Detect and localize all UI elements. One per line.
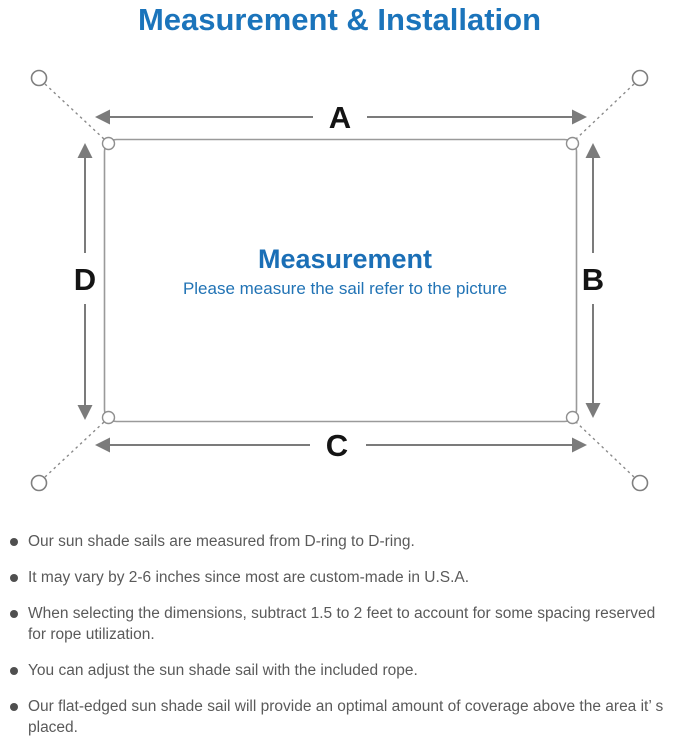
list-item: You can adjust the sun shade sail with t… [10,660,670,681]
bullet-dot-icon [10,573,18,582]
measure-arrow-bottom [95,437,587,453]
note-text: You can adjust the sun shade sail with t… [28,662,418,679]
corner-tether-lines [44,83,635,478]
edge-label-left: D [74,262,96,297]
arrowhead-left-icon [95,437,110,453]
note-text: Our sun shade sails are measured from D-… [28,533,415,550]
tether-line-bottom-right [575,421,635,478]
bullet-dot-icon [10,666,18,675]
diagram-center-subtitle: Please measure the sail refer to the pic… [183,279,507,298]
measure-arrow-top [95,109,587,125]
diagram-center-title: Measurement [258,244,432,274]
tether-line-top-right [575,83,635,140]
edge-label-right: B [582,262,604,297]
bullet-dot-icon [10,537,18,546]
arrowhead-right-icon [572,109,587,125]
note-text: It may vary by 2-6 inches since most are… [28,569,470,586]
list-item: When selecting the dimensions, subtract … [10,603,670,645]
measure-arrow-right [585,143,601,418]
arrowhead-down-icon [77,405,93,420]
sail-outline [103,138,578,423]
anchor-ring-icon [631,69,649,87]
corner-d-ring-icon [101,410,116,425]
list-item: Our flat-edged sun shade sail will provi… [10,696,670,738]
arrowhead-up-icon [585,143,601,158]
edge-label-top: A [329,100,351,135]
tether-line-bottom-left [44,421,105,478]
page-title: Measurement & Installation [137,2,542,37]
list-item: It may vary by 2-6 inches since most are… [10,567,670,588]
sail-corner-d-rings [101,136,580,425]
arrowhead-up-icon [77,143,93,158]
arrowhead-left-icon [95,109,110,125]
bullet-dot-icon [10,609,18,618]
anchor-ring-icon [631,474,649,492]
edge-label-bottom: C [326,428,348,463]
measure-arrow-left [77,143,93,420]
anchor-rings [30,69,649,492]
list-item: Our sun shade sails are measured from D-… [10,531,670,552]
corner-d-ring-icon [565,410,580,425]
note-text: Our flat-edged sun shade sail will provi… [28,698,664,736]
notes-list: Our sun shade sails are measured from D-… [10,531,670,739]
corner-d-ring-icon [101,136,116,151]
anchor-ring-icon [30,474,48,492]
tether-line-top-left [44,83,105,140]
arrowhead-down-icon [585,403,601,418]
corner-d-ring-icon [565,136,580,151]
note-text: When selecting the dimensions, subtract … [28,605,656,643]
measurement-diagram: A B C D Measurement Please measure the s… [30,69,649,492]
bullet-dot-icon [10,702,18,711]
anchor-ring-icon [30,69,48,87]
arrowhead-right-icon [572,437,587,453]
